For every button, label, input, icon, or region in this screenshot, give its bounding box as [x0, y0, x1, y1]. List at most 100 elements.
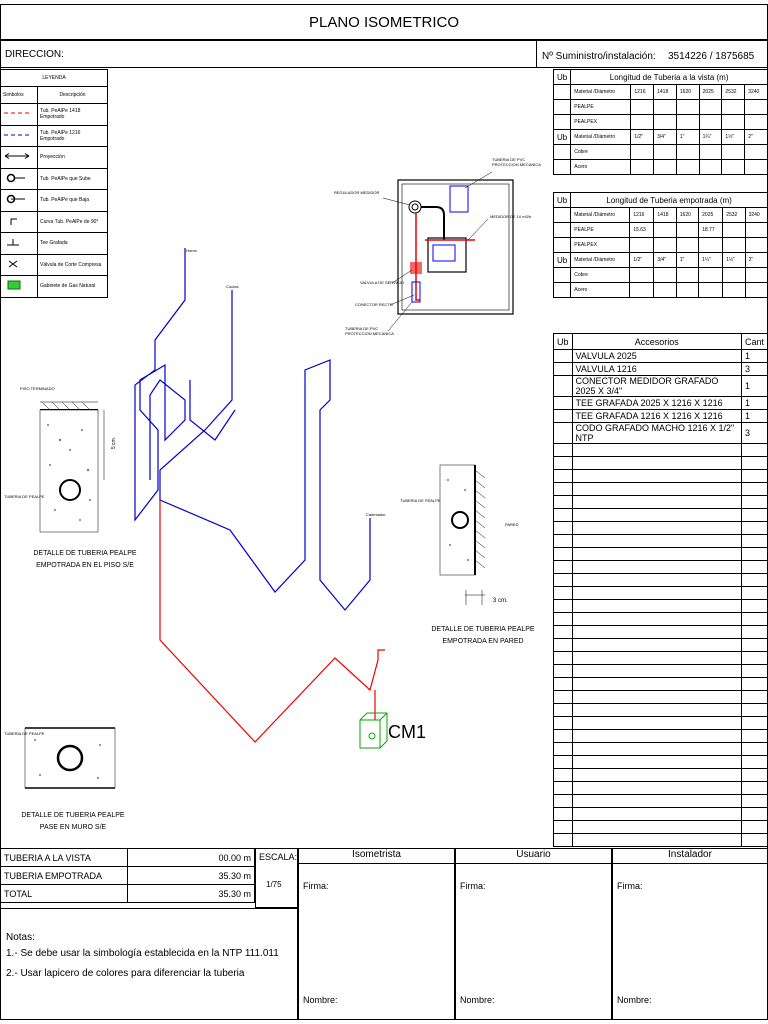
table-header-cell: 3/4"	[653, 252, 677, 268]
accessory-qty: 1	[740, 349, 768, 363]
table-header-cell: 3240	[744, 84, 768, 100]
table-header-cell: 1418	[653, 207, 677, 223]
accessory-empty-cell	[553, 560, 573, 574]
accessory-empty-cell	[571, 651, 742, 665]
scale-value: 1/75	[266, 880, 282, 889]
accessory-empty-row	[553, 534, 768, 548]
accessory-empty-cell	[571, 625, 742, 639]
accessory-empty-row	[553, 690, 768, 704]
accessory-empty-cell	[571, 755, 742, 769]
material-cell: Acero	[570, 282, 631, 298]
accessory-empty-cell	[740, 599, 768, 613]
table-header-cell: Material /Diámetro	[570, 84, 632, 100]
accessory-empty-cell	[553, 469, 573, 483]
nombre-label: Nombre:	[460, 995, 495, 1005]
accessory-qty: 3	[740, 422, 768, 444]
table-header-cell: 2025	[698, 84, 723, 100]
accessory-empty-row	[553, 599, 768, 613]
legend-table: LEYENDA Simbolos Descripción Tub. PeAlPe…	[0, 69, 108, 298]
accessory-empty-row	[553, 716, 768, 730]
floor-detail-caption: DETALLE DE TUBERIA PEALPE EMPOTRADA EN E…	[33, 550, 137, 569]
accessory-empty-cell	[571, 820, 742, 834]
accessory-name: CONECTOR MEDIDOR GRAFADO 2025 X 3/4"	[571, 375, 742, 397]
firma-label: Firma:	[460, 881, 486, 891]
nombre-label: Nombre:	[303, 995, 338, 1005]
table-header-cell: 2"	[744, 129, 768, 145]
accessory-empty-cell	[571, 521, 742, 535]
accessory-empty-cell	[553, 482, 573, 496]
material-cell: Cobre	[570, 144, 632, 160]
material-cell: PEALPE	[570, 99, 632, 115]
length-cell	[675, 222, 700, 238]
accessory-empty-cell	[740, 690, 768, 704]
visible-ub-2: Ub	[552, 129, 572, 145]
table-header-cell: 1/2"	[630, 129, 655, 145]
accessory-empty-row	[553, 638, 768, 652]
table-header-cell: 1620	[675, 207, 700, 223]
accessory-empty-cell	[553, 443, 573, 457]
table-header-cell: 2"	[744, 252, 768, 268]
accessory-empty-cell	[571, 560, 742, 574]
accessory-empty-cell	[740, 560, 768, 574]
accessory-empty-cell	[571, 534, 742, 548]
accessory-empty-cell	[571, 612, 742, 626]
accessory-empty-cell	[740, 482, 768, 496]
accessory-empty-row	[553, 729, 768, 743]
accessory-empty-cell	[571, 586, 742, 600]
legend-col-symbols: Simbolos	[0, 86, 38, 104]
totals-row-value: 35.30 m	[127, 866, 255, 885]
table-header-cell: 2532	[721, 84, 746, 100]
wall-detail-dim: 3 cm.	[493, 598, 508, 604]
point-label: Horno	[186, 248, 197, 253]
accessory-name: VALVULA 1216	[571, 362, 742, 376]
embedded-ub: Ub	[552, 192, 572, 208]
notes-line: 2.- Usar lapicero de colores para difere…	[6, 968, 245, 979]
accessory-empty-row	[553, 742, 768, 756]
floor-detail-pipe: TUBERIA DE PEALPE	[4, 494, 45, 499]
accessory-empty-cell	[571, 508, 742, 522]
pass-detail-caption: DETALLE DE TUBERIA PEALPE PASE EN MURO S…	[21, 812, 125, 831]
accessory-empty-cell	[571, 716, 742, 730]
accessory-empty-cell	[553, 599, 573, 613]
accessory-empty-cell	[571, 703, 742, 717]
table-header-cell: 2532	[722, 207, 746, 223]
accessory-empty-row	[553, 547, 768, 561]
accessory-empty-cell	[740, 755, 768, 769]
accessory-empty-row	[553, 807, 768, 821]
signature-col-title: Isometrista	[352, 849, 401, 860]
accessory-empty-cell	[571, 495, 742, 509]
accessory-empty-cell	[553, 521, 573, 535]
accessory-qty: 1	[740, 409, 768, 423]
accessory-empty-row	[553, 573, 768, 587]
accessory-empty-row	[553, 781, 768, 795]
accessory-empty-cell	[740, 469, 768, 483]
accessory-empty-cell	[740, 508, 768, 522]
table-header-cell: 3/4"	[653, 129, 677, 145]
legend-item-desc: Tub. PeAlPe que Sube	[37, 167, 108, 190]
pass-detail-pipe: TUBERIA DE PEALPE	[4, 731, 45, 736]
table-header-cell: 1216	[630, 84, 655, 100]
table-header-cell: 1/2"	[629, 252, 655, 268]
wall-detail-wall: PARED	[505, 522, 519, 527]
accessory-empty-cell	[740, 625, 768, 639]
table-header-cell: Material /Diámetro	[570, 129, 632, 145]
accessory-qty: 1	[740, 396, 768, 410]
material-cell: PEALPE	[570, 222, 631, 238]
table-header-cell: 1"	[675, 252, 700, 268]
accessory-empty-cell	[553, 781, 573, 795]
accessory-empty-cell	[740, 521, 768, 535]
material-cell: Cobre	[570, 267, 631, 283]
accessory-empty-row	[553, 469, 768, 483]
length-cell: 15.63	[629, 222, 655, 238]
accessory-empty-cell	[740, 729, 768, 743]
accessory-empty-cell	[740, 612, 768, 626]
accessory-empty-cell	[571, 729, 742, 743]
meter-label: TUBERIA DE PVC PROTECCION MECANICA	[492, 157, 541, 167]
accessory-empty-row	[553, 664, 768, 678]
accessory-empty-cell	[571, 664, 742, 678]
accessory-empty-cell	[571, 638, 742, 652]
accessory-empty-row	[553, 833, 768, 847]
accessory-empty-cell	[571, 677, 742, 691]
accessory-empty-cell	[740, 651, 768, 665]
accessory-empty-cell	[571, 768, 742, 782]
